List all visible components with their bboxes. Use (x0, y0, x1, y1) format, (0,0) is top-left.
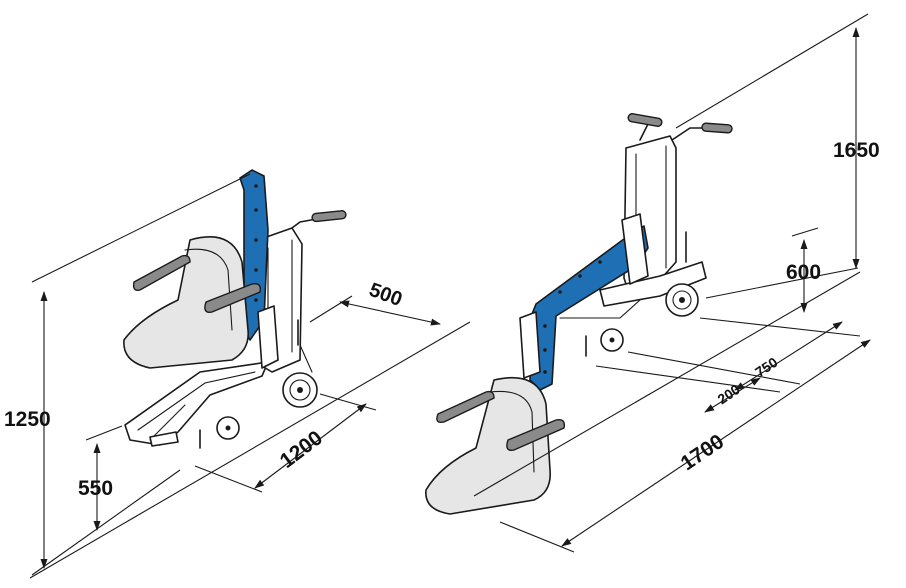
label-overall-height-lowered: 1250 (4, 408, 51, 431)
lift-lowered (123, 169, 347, 449)
label-width: 500 (366, 279, 405, 311)
dimension-overall-height-lowered: 1250 (4, 173, 251, 576)
dimension-width: 500 (309, 279, 441, 326)
label-length-lowered: 1200 (276, 426, 327, 472)
dimension-length-raised: 1700 (499, 339, 871, 553)
lift-raised (425, 113, 733, 515)
dimension-seat-height: 550 (78, 425, 123, 531)
label-seat-height: 550 (78, 477, 113, 500)
dimension-length-lowered: 1200 (194, 393, 377, 493)
dimension-overall-height-raised: 1650 (675, 13, 880, 269)
label-length-raised: 1700 (677, 430, 729, 475)
dimension-offset: 200 (595, 365, 781, 413)
label-lift-height: 600 (786, 261, 821, 284)
label-overall-height-raised: 1650 (833, 139, 880, 162)
dimension-lift-height: 600 (705, 227, 859, 313)
dimension-reach: 750 (699, 317, 861, 391)
